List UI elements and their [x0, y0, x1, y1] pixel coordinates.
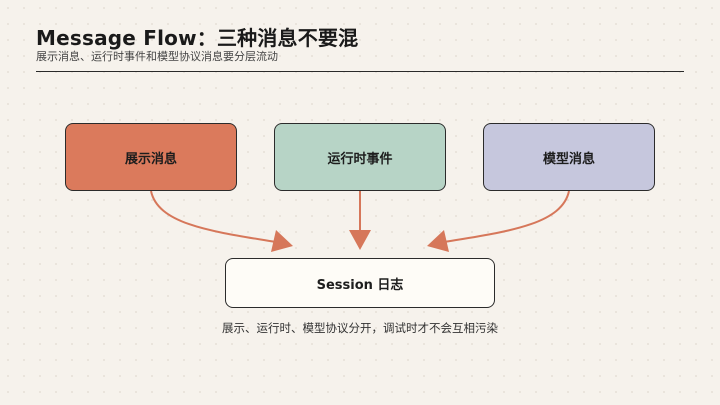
diagram-caption: 展示、运行时、模型协议分开，调试时才不会互相污染	[222, 321, 498, 335]
page-title: Message Flow：三种消息不要混	[36, 26, 359, 50]
node-session-log: Session 日志	[225, 258, 495, 308]
node-runtime-label: 运行时事件	[327, 151, 393, 167]
arrowhead-runtime	[349, 230, 371, 250]
node-model-label: 模型消息	[542, 151, 595, 167]
node-runtime-events: 运行时事件	[274, 123, 446, 191]
page-subtitle: 展示消息、运行时事件和模型协议消息要分层流动	[36, 50, 278, 63]
arrowhead-display	[271, 230, 293, 252]
arrowhead-model	[427, 230, 449, 252]
node-model-messages: 模型消息	[483, 123, 655, 191]
node-session-label: Session 日志	[316, 277, 404, 293]
node-display-label: 展示消息	[124, 151, 177, 167]
arrow-display-to-session	[150, 190, 277, 243]
arrow-model-to-session	[443, 190, 570, 243]
header-divider	[36, 71, 684, 72]
node-display-messages: 展示消息	[65, 123, 237, 191]
